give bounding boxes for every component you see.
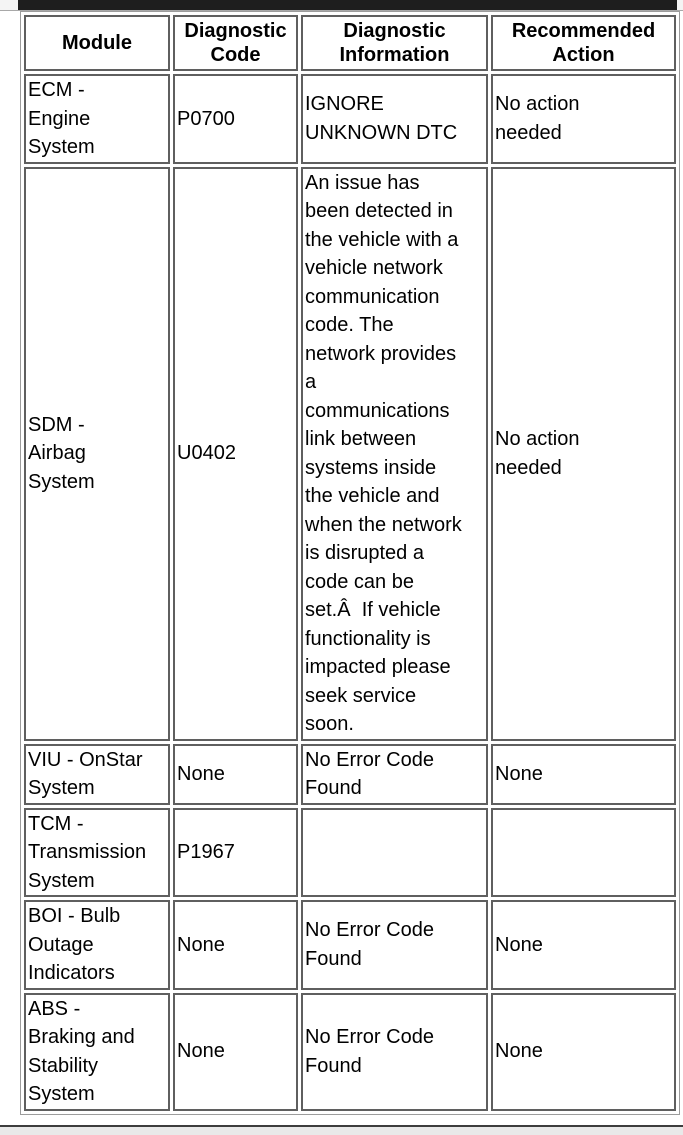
cell-diagnostic-information: No Error Code Found (301, 900, 488, 990)
col-header-module: Module (24, 15, 170, 71)
cell-recommended-action: No action needed (491, 74, 676, 164)
cell-recommended-action: None (491, 900, 676, 990)
col-header-diagnostic-code: Diagnostic Code (173, 15, 298, 71)
top-cutoff-bar (18, 0, 677, 10)
table-row-abs: ABS - Braking and Stability System None … (24, 992, 676, 1111)
cell-module: SDM - Airbag System (24, 166, 170, 741)
table-row-boi: BOI - Bulb Outage Indicators None No Err… (24, 900, 676, 990)
cell-diagnostic-information: No Error Code Found (301, 743, 488, 805)
table-row-tcm: TCM - Transmission System P1967 (24, 807, 676, 897)
cell-diagnostic-information: No Error Code Found (301, 992, 488, 1111)
top-strip (0, 0, 683, 11)
cell-diagnostic-code: P1967 (173, 807, 298, 897)
cell-diagnostic-code: None (173, 743, 298, 805)
cell-module: BOI - Bulb Outage Indicators (24, 900, 170, 990)
cell-recommended-action: No action needed (491, 166, 676, 741)
cell-diagnostic-code: P0700 (173, 74, 298, 164)
cell-diagnostic-code: None (173, 992, 298, 1111)
table-row-viu: VIU - OnStar System None No Error Code F… (24, 743, 676, 805)
cell-recommended-action (491, 807, 676, 897)
bottom-strip (0, 1127, 683, 1135)
cell-recommended-action: None (491, 743, 676, 805)
cell-module: ABS - Braking and Stability System (24, 992, 170, 1111)
cell-diagnostic-information (301, 807, 488, 897)
cell-module: TCM - Transmission System (24, 807, 170, 897)
col-header-recommended-action: Recommended Action (491, 15, 676, 71)
cell-recommended-action: None (491, 992, 676, 1111)
diagnostics-table: Module Diagnostic Code Diagnostic Inform… (20, 11, 680, 1115)
table-row-ecm: ECM - Engine System P0700 IGNORE UNKNOWN… (24, 74, 676, 164)
cell-diagnostic-code: U0402 (173, 166, 298, 741)
col-header-diagnostic-information: Diagnostic Information (301, 15, 488, 71)
table-row-sdm: SDM - Airbag System U0402 An issue has b… (24, 166, 676, 741)
cell-module: VIU - OnStar System (24, 743, 170, 805)
bottom-divider (0, 1125, 683, 1127)
header-row: Module Diagnostic Code Diagnostic Inform… (24, 15, 676, 71)
cell-module: ECM - Engine System (24, 74, 170, 164)
content-area[interactable]: Module Diagnostic Code Diagnostic Inform… (0, 11, 683, 1125)
cell-diagnostic-information: An issue has been detected in the vehicl… (301, 166, 488, 741)
cell-diagnostic-code: None (173, 900, 298, 990)
cell-diagnostic-information: IGNORE UNKNOWN DTC (301, 74, 488, 164)
